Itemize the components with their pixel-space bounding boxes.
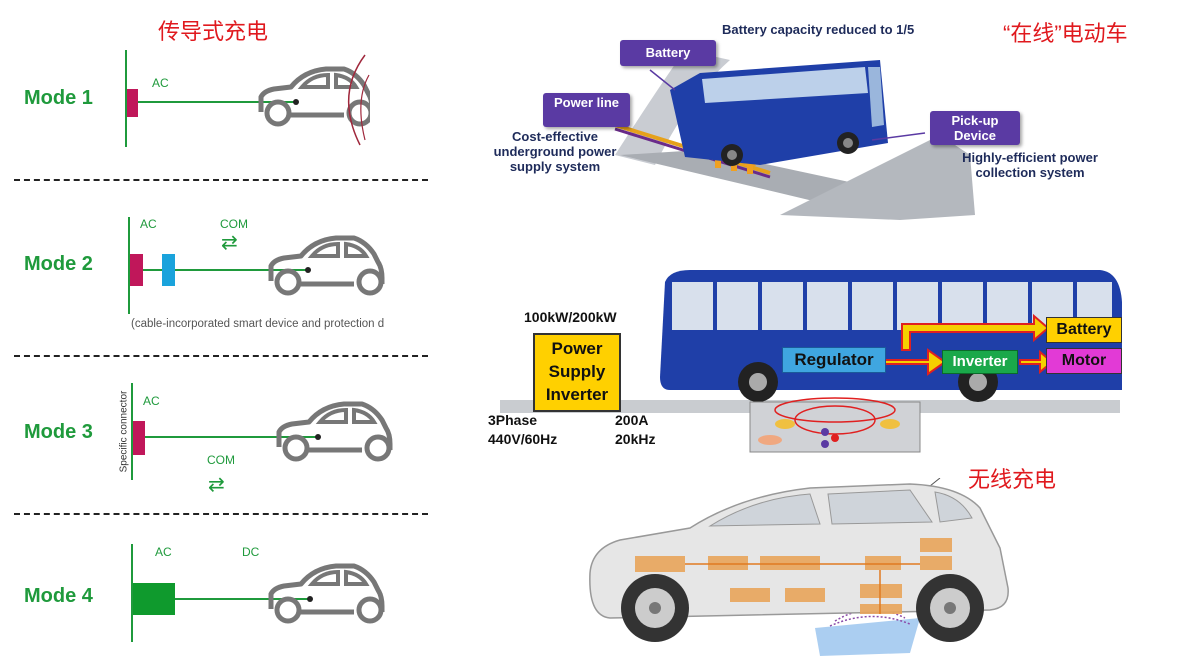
online-ev-title: “在线”电动车 (1003, 21, 1128, 46)
mode-2-label: Mode 2 (24, 253, 93, 275)
mode-2-ac-label: AC (140, 217, 157, 231)
online-bus-illustration (614, 50, 975, 220)
mode-4-label: Mode 4 (24, 585, 93, 607)
power-line-description: Cost-effective underground power supply … (493, 129, 617, 174)
mode-2-com-label: COM (220, 217, 248, 231)
mode-2-note: (cable-incorporated smart device and pro… (131, 318, 385, 330)
voltage-text: 440V/60Hz (488, 431, 558, 447)
mode-3-com-arrows-icon: ⇄ (208, 474, 225, 496)
phase-text: 3Phase (488, 412, 538, 428)
mode-2-com-arrows-icon: ⇄ (221, 232, 238, 254)
mode-3-diagram (131, 383, 400, 480)
pickup-device-tag: Pick-up Device (930, 111, 1020, 145)
mode-3-com-label: COM (207, 453, 235, 467)
mode-4-diagram (131, 544, 400, 642)
mode-1-diagram (125, 50, 370, 147)
inverter-box: Inverter (942, 350, 1018, 374)
power-supply-inverter-box: Power Supply Inverter (533, 333, 621, 412)
mode-3-label: Mode 3 (24, 421, 93, 443)
divider-1 (14, 179, 428, 181)
pickup-device-description: Highly-efficient power collection system (962, 150, 1098, 180)
battery-tag: Battery (620, 40, 716, 66)
battery-box: Battery (1046, 317, 1122, 343)
mode-3-ac-label: AC (143, 394, 160, 408)
mode-4-ac-label: AC (155, 545, 172, 559)
mode-2-diagram (128, 217, 390, 314)
conductive-charging-title: 传导式充电 (158, 19, 269, 44)
mode-4-dc-label: DC (242, 545, 260, 559)
mode-1-ac-label: AC (152, 76, 169, 90)
divider-3 (14, 513, 428, 515)
power-rating-text: 100kW/200kW (524, 309, 617, 325)
wireless-charging-title: 无线充电 (968, 467, 1057, 492)
capacity-reduced-text: Battery capacity reduced to 1/5 (722, 22, 915, 37)
mode-1-label: Mode 1 (24, 87, 93, 109)
motor-box: Motor (1046, 348, 1122, 374)
frequency-text: 20kHz (615, 431, 656, 447)
power-line-tag: Power line (543, 93, 630, 127)
divider-2 (14, 355, 428, 357)
current-text: 200A (615, 412, 649, 428)
mode-3-connector-label: Specific connector (118, 390, 130, 473)
wireless-charging-car-illustration (589, 478, 1009, 656)
regulator-box: Regulator (782, 347, 886, 373)
